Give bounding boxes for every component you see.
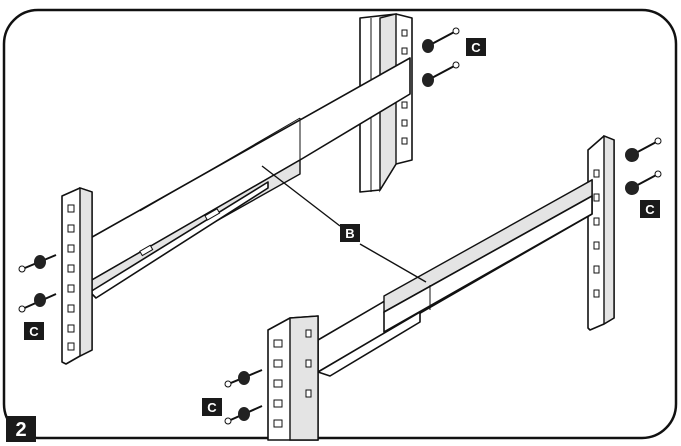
callout-c-bottom-text: C xyxy=(207,400,217,415)
callout-c-left: C xyxy=(24,322,44,340)
callout-b: B xyxy=(340,224,360,242)
screw-left-1 xyxy=(18,254,57,273)
screw-top-right-1 xyxy=(422,27,460,53)
callout-c-top-right: C xyxy=(466,38,486,56)
figure-frame xyxy=(2,8,678,440)
post-holes xyxy=(67,204,75,351)
screw-left-2 xyxy=(18,293,57,313)
screw-bottom-1 xyxy=(224,369,263,388)
callout-c-top-right-text: C xyxy=(471,40,481,55)
front-left-rack-post xyxy=(61,187,93,365)
left-rail-bracket xyxy=(76,57,411,299)
step-number-text: 2 xyxy=(15,419,26,441)
callout-c-right-text: C xyxy=(645,202,655,217)
post-holes xyxy=(273,329,312,428)
callout-c-right: C xyxy=(640,200,660,218)
step-number-badge: 2 xyxy=(6,416,36,442)
screw-bottom-2 xyxy=(224,405,263,425)
screw-right-1 xyxy=(625,137,662,162)
screw-top-right-2 xyxy=(422,61,460,87)
screw-right-2 xyxy=(625,170,662,195)
callout-c-bottom: C xyxy=(202,398,222,416)
callout-c-left-text: C xyxy=(29,324,39,339)
bracket-leader-lines xyxy=(261,165,427,283)
callout-b-text: B xyxy=(345,226,354,241)
rear-right-side-rack-post xyxy=(587,134,615,331)
post-holes xyxy=(593,169,600,298)
front-right-rack-post xyxy=(267,315,319,441)
right-rail-bracket xyxy=(317,178,593,377)
